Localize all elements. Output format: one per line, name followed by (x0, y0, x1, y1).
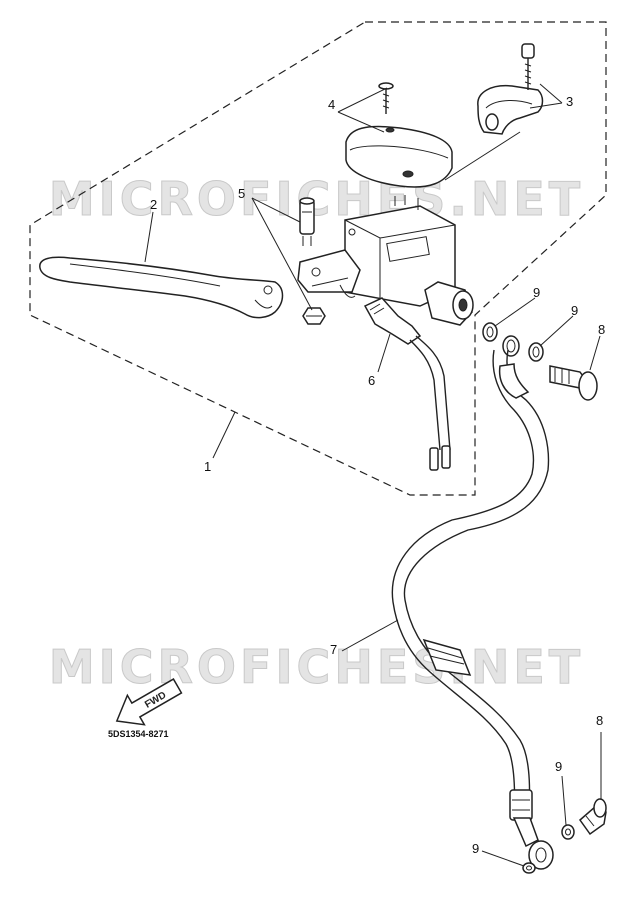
union-bolt-upper (549, 365, 598, 401)
washer-lower-1 (561, 824, 575, 840)
callout-4: 4 (328, 97, 336, 112)
callout-9-lower-b: 9 (472, 841, 480, 856)
washer-upper-3 (528, 342, 544, 362)
washer-upper-1 (482, 322, 498, 342)
brake-lever (39, 256, 284, 319)
leader-lines (144, 83, 602, 867)
callout-2: 2 (150, 197, 158, 212)
callout-7: 7 (330, 642, 338, 657)
cap-extension-line (444, 131, 521, 181)
union-bolt-lower (578, 798, 607, 836)
washer-lower-2 (522, 862, 536, 874)
reservoir-cap (345, 125, 453, 188)
master-cylinder-body (297, 205, 474, 326)
callout-9-upper-b: 9 (571, 303, 579, 318)
callout-8-upper: 8 (598, 322, 606, 337)
callout-9-upper-a: 9 (533, 285, 541, 300)
brake-switch (363, 297, 451, 471)
cap-screw (378, 82, 394, 114)
holder-clamp (477, 84, 544, 135)
brake-hose (391, 349, 554, 870)
callout-9-lower-a: 9 (555, 759, 563, 774)
washer-upper-2 (502, 335, 520, 357)
watermark-bottom: MICROFICHES.NET (48, 640, 585, 695)
part-code: 5DS1354-8271 (108, 729, 169, 739)
callout-8-lower: 8 (596, 713, 604, 728)
clamp-bolt (521, 43, 535, 90)
callout-6: 6 (368, 373, 376, 388)
assembly-boundary (29, 21, 607, 496)
callout-1: 1 (204, 459, 212, 474)
pivot-nut (302, 307, 326, 325)
pivot-bolt (299, 197, 315, 246)
callout-5: 5 (238, 186, 246, 201)
fwd-arrow: FWD (115, 678, 183, 726)
callout-3: 3 (566, 94, 574, 109)
